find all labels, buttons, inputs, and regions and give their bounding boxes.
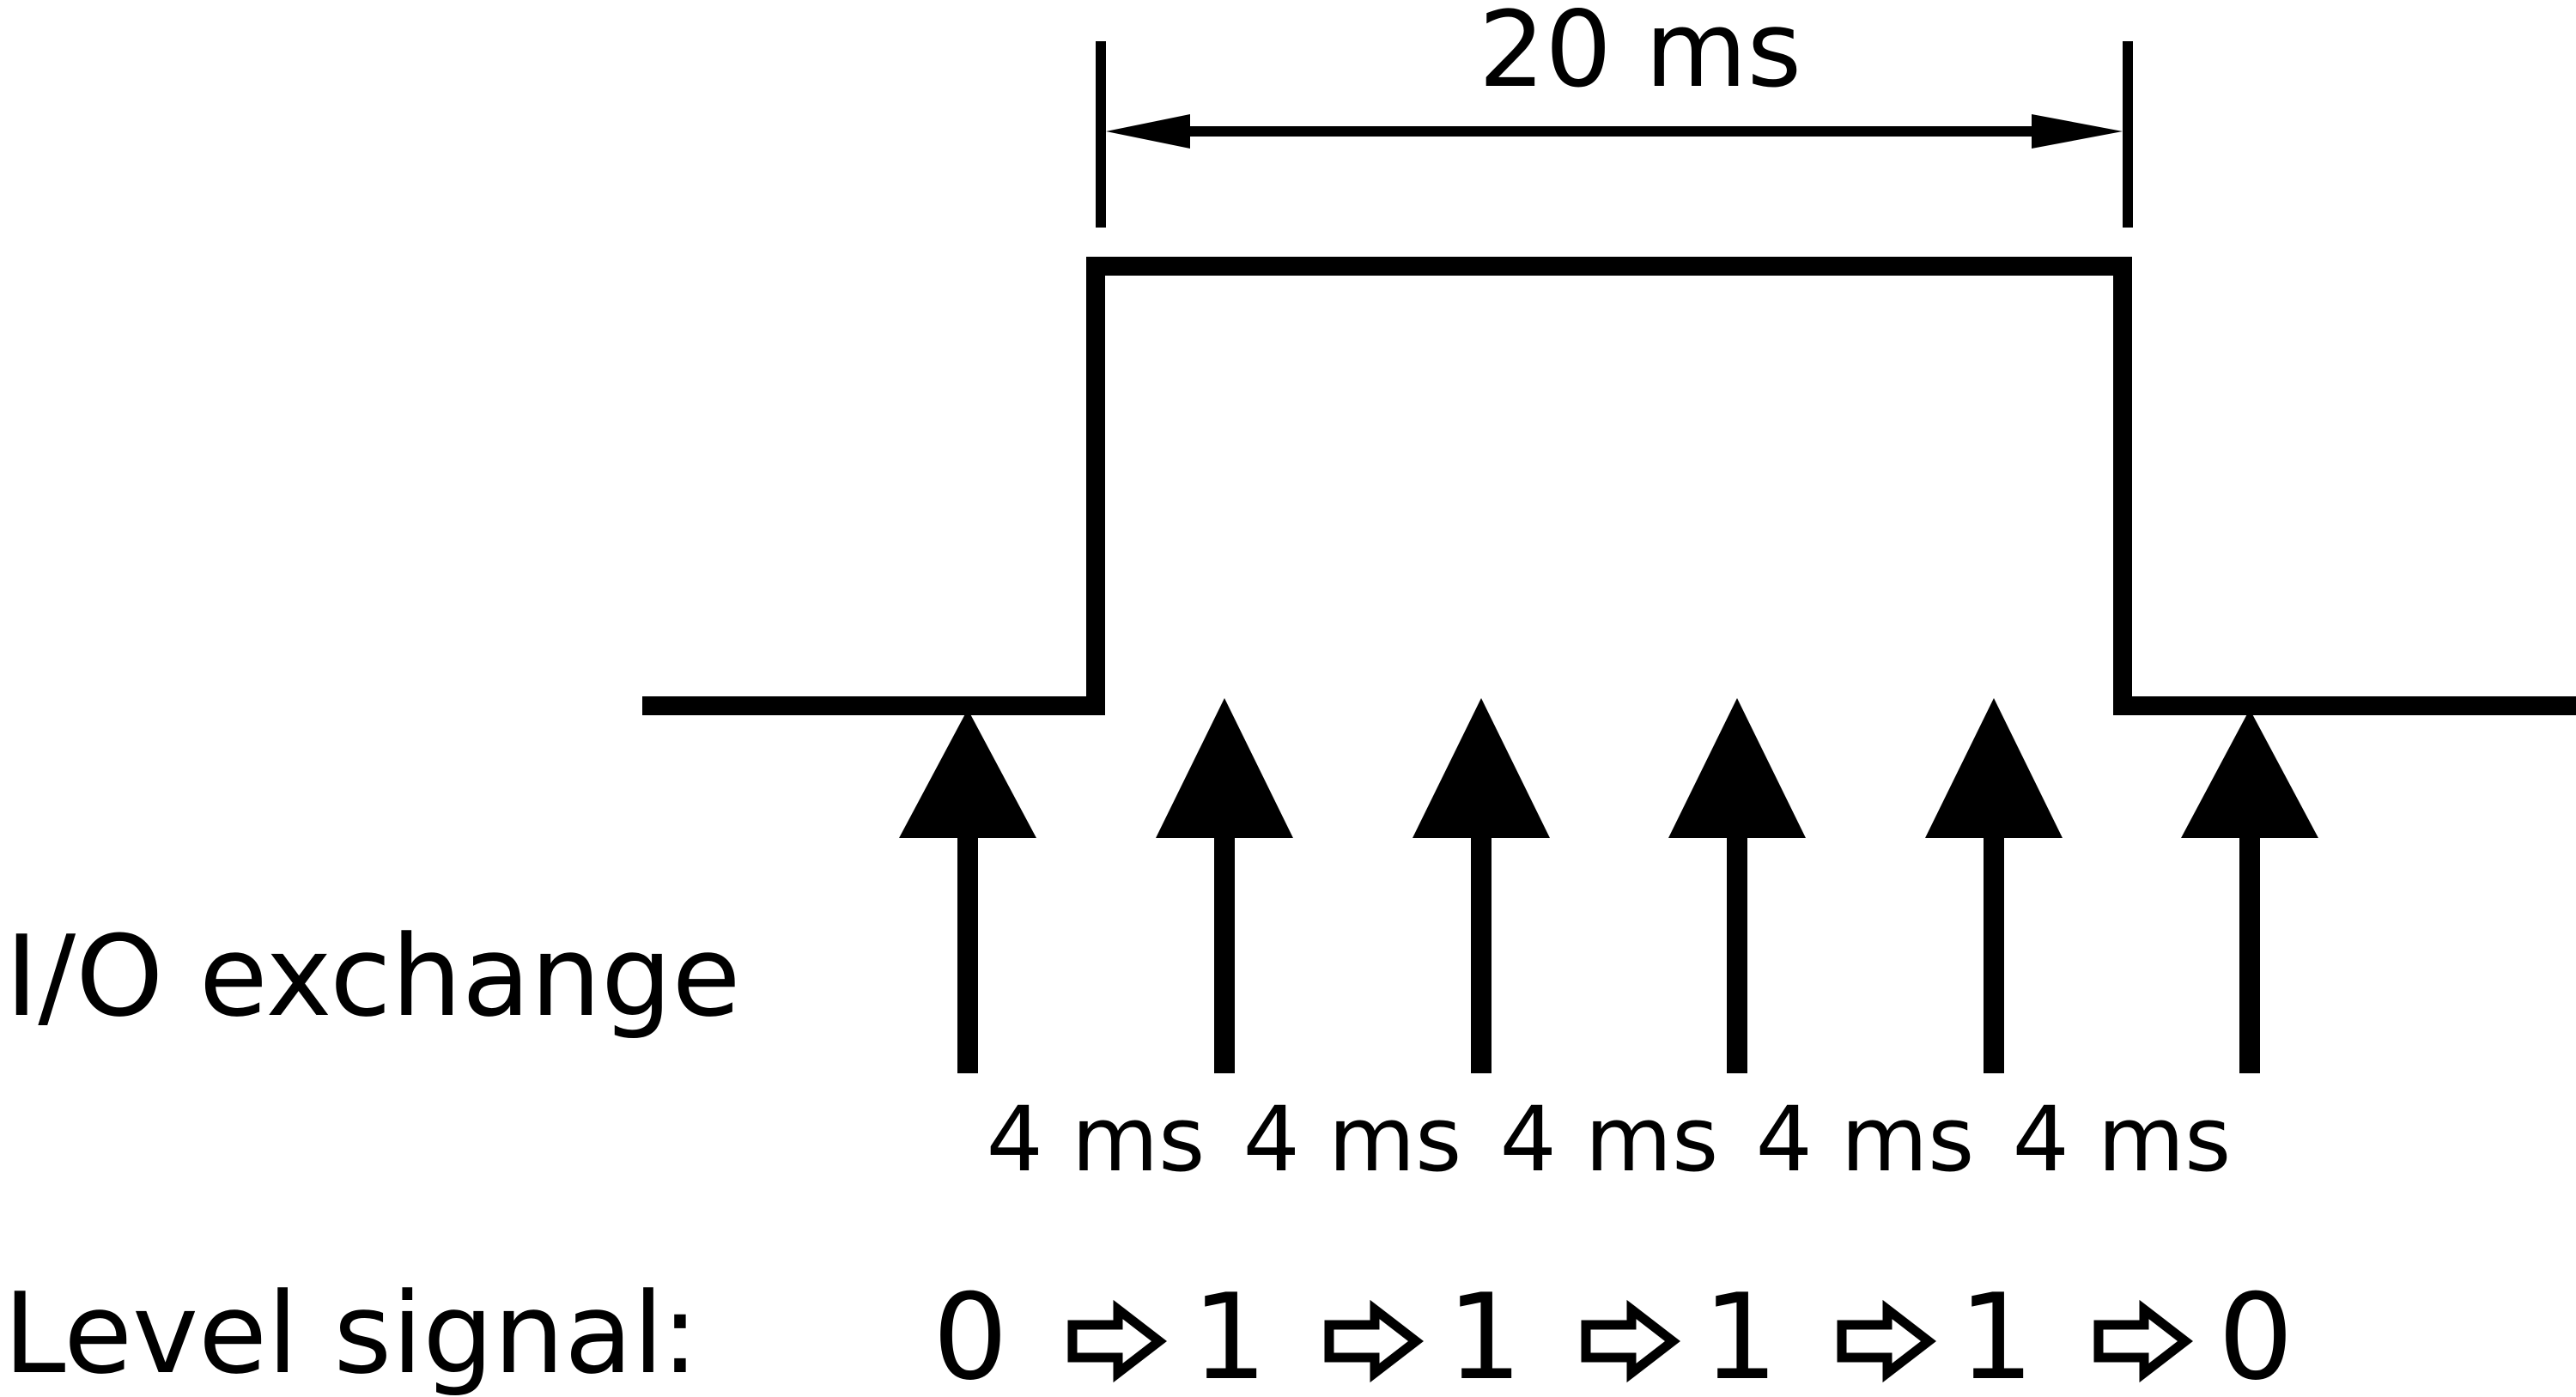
level-signal-colon: :	[661, 1268, 699, 1397]
level-value: 1	[1959, 1268, 2034, 1397]
level-value: 1	[1192, 1268, 1267, 1397]
hollow-right-arrow-icon	[1837, 1299, 1937, 1383]
duration-dimension: 20 ms	[1096, 0, 2133, 228]
level-value: 0	[933, 1268, 1008, 1397]
cycle-label: 4 ms	[2013, 1087, 2232, 1192]
dimension-right-arrowhead	[2032, 114, 2123, 149]
level-value: 0	[2218, 1268, 2293, 1397]
hollow-right-arrow-icon	[1324, 1299, 1425, 1383]
up-arrow-icon	[2181, 709, 2318, 1073]
level-value: 1	[1703, 1268, 1778, 1397]
up-arrow-icon	[1925, 698, 2063, 1073]
transition-arrows	[1067, 1299, 2194, 1383]
level-signal-label: Level signal	[3, 1268, 664, 1397]
up-arrow-icon	[1156, 698, 1293, 1073]
hollow-right-arrow-icon	[1581, 1299, 1681, 1383]
sample-arrows	[899, 698, 2318, 1073]
up-arrow-icon	[1413, 698, 1550, 1073]
level-values: 0 1 1 1 1 0	[933, 1268, 2293, 1397]
up-arrow-icon	[1668, 698, 1806, 1073]
cycle-label: 4 ms	[1756, 1087, 1975, 1192]
dimension-left-arrowhead	[1106, 114, 1190, 149]
io-exchange-label: I/O exchange	[5, 911, 741, 1042]
level-value: 1	[1447, 1268, 1522, 1397]
hollow-right-arrow-icon	[2093, 1299, 2194, 1383]
cycle-labels: 4 ms 4 ms 4 ms 4 ms 4 ms	[987, 1087, 2232, 1192]
signal-waveform	[642, 257, 2576, 715]
hollow-right-arrow-icon	[1067, 1299, 1168, 1383]
up-arrow-icon	[899, 709, 1036, 1073]
duration-label: 20 ms	[1479, 0, 1801, 111]
cycle-label: 4 ms	[1500, 1087, 1719, 1192]
cycle-label: 4 ms	[987, 1087, 1206, 1192]
cycle-label: 4 ms	[1243, 1087, 1462, 1192]
